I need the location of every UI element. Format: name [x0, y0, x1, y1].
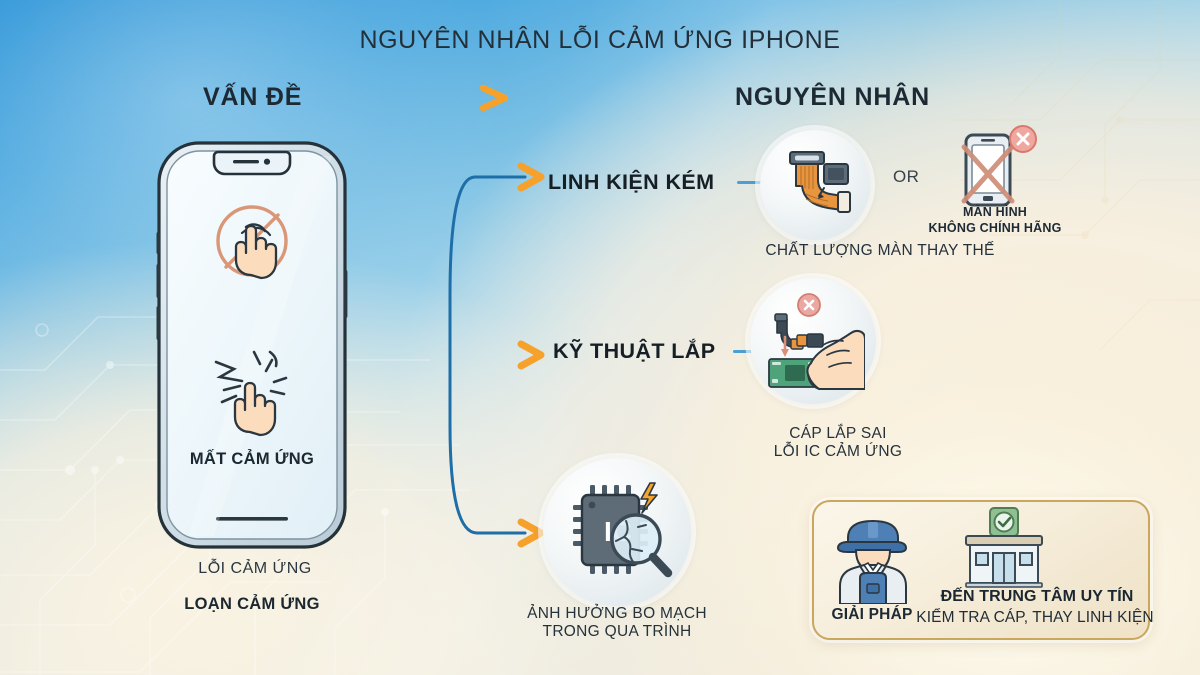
technician-icon: [836, 519, 908, 604]
cause-caption-3-line2: TRONG QUA TRÌNH: [542, 623, 692, 641]
cause-dash-2: [733, 350, 759, 353]
page-title: NGUYÊN NHÂN LỖI CẢM ỨNG IPHONE: [359, 26, 841, 54]
header-problem: VẤN ĐỀ: [203, 83, 303, 111]
erratic-touch-icon: [214, 350, 288, 437]
cause-icon-circle-2: [750, 278, 876, 404]
no-phone-caption-line2: KHÔNG CHÍNH HÃNG: [928, 220, 1062, 235]
cause-caption-1: CHẤT LƯỢNG MÀN THAY THẾ: [765, 242, 995, 259]
cause-caption-2: CÁP LẮP SAI LỖI IC CẢM ỨNG: [713, 425, 963, 462]
solution-subline: KIỂM TRA CÁP, THAY LINH KIỆN: [916, 609, 1154, 626]
cause-dash-1: [737, 181, 763, 184]
screen-label-1: MẤT CẢM ỨNG: [189, 450, 315, 468]
no-phone-caption-line1: MÀN HÌNH: [962, 205, 1028, 219]
cause-caption-2-line2: LỖI IC CẢM ỨNG: [773, 443, 903, 461]
header-arrow-icon: [365, 84, 509, 112]
solution-label: GIẢI PHÁP: [831, 606, 913, 623]
flex-cable-icon: [789, 151, 851, 213]
no-touch-icon: [216, 205, 288, 280]
phone-mockup: MẤT CẢM ỨNG LOẠN CẢM ỨNG: [156, 140, 348, 613]
phone-frame-icon: [156, 141, 348, 549]
solution-headline: ĐẾN TRUNG TÂM UY TÍN: [940, 588, 1134, 605]
screen-label-2: LOẠN CẢM ỨNG: [184, 595, 320, 613]
or-connector-text: OR: [893, 167, 920, 186]
cause-icon-circle-3: IC: [543, 458, 691, 606]
no-phone-caption: MÀN HÌNH KHÔNG CHÍNH HÃNG: [905, 205, 1085, 236]
header-causes: NGUYÊN NHÂN: [735, 83, 930, 111]
cause-caption-3: ẢNH HƯỞNG BO MẠCH TRONG QUA TRÌNH: [492, 605, 742, 642]
no-phone-icon: [961, 125, 1037, 207]
cause-caption-3-line1: ẢNH HƯỞNG BO MẠCH: [527, 605, 707, 622]
cause-label-2: KỸ THUẬT LẮP: [553, 339, 716, 363]
cause-icon-circle-1: [760, 130, 870, 240]
cause-caption-2-line1: CÁP LẮP SAI: [789, 425, 887, 442]
ic-chip-magnifier-icon: IC: [573, 482, 673, 578]
cause-label-1: LINH KIỆN KÉM: [548, 170, 715, 194]
hand-connector-board-icon: [768, 293, 865, 390]
connector-lines: [355, 162, 545, 548]
certified-store-icon: [965, 507, 1043, 588]
problem-caption: LỖI CẢM ỨNG: [198, 560, 312, 577]
